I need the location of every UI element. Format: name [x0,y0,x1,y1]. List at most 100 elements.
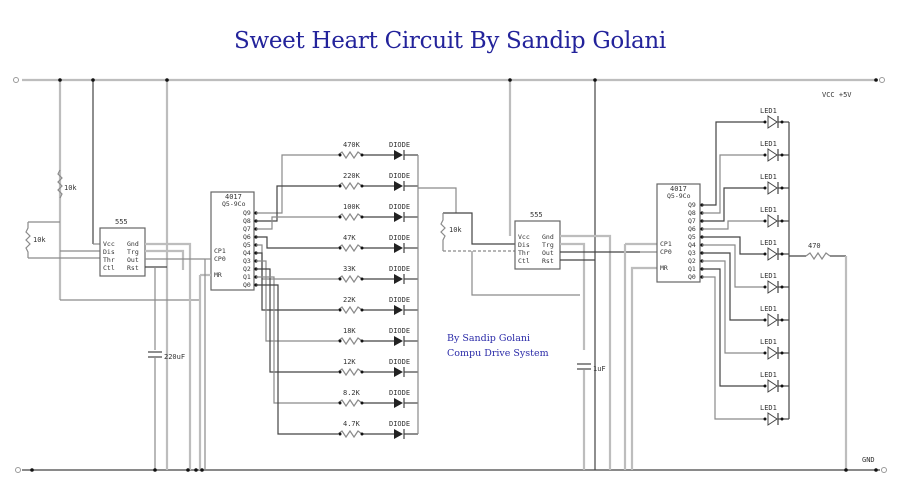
led-resistor: 470 [789,242,848,470]
svg-text:Thr: Thr [103,256,115,264]
led-icon [767,280,778,294]
svg-text:Vcc: Vcc [103,240,115,248]
led-label: LED1 [760,371,777,379]
svg-text:Ctl: Ctl [518,257,530,265]
gnd-label: GND [862,456,875,464]
svg-text:Out: Out [542,249,554,257]
diode-label: DIODE [389,358,410,366]
resistor [337,305,363,315]
resistor-label: 18K [343,327,356,335]
resistor [337,367,363,377]
svg-text:MR: MR [660,264,668,272]
counter1-pin-q3: Q3 [243,257,251,265]
counter1: 4017 Q5-9Co CP1 CP0 MR Q9Q8Q7Q6Q5Q4Q3Q2Q… [198,191,258,470]
svg-text:Q5-9Co: Q5-9Co [222,200,246,208]
resistor-label: 47K [343,234,356,242]
led-resistor-label: 470 [808,242,821,250]
diode-icon [394,181,403,191]
diode-icon [394,367,403,377]
resistor [337,181,363,191]
counter1-pin-q2: Q2 [243,265,251,273]
led-icon [767,214,778,228]
resistor-label: 33K [343,265,356,273]
counter1-pin-q4: Q4 [243,249,251,257]
svg-text:CP0: CP0 [214,255,226,263]
svg-text:Trg: Trg [127,248,139,256]
led-label: LED1 [760,206,777,214]
timer1-section: 10k 10k 555 Vcc Dis Thr Ctl Gnd Trg Out … [25,80,205,470]
led-branch: LED1 [702,276,789,426]
resistor-10k-top-label: 10k [64,184,77,192]
led-icon [767,148,778,162]
led-branch: LED1 [702,260,789,360]
diode-label: DIODE [389,141,410,149]
led-icon [767,181,778,195]
diode-label: DIODE [389,172,410,180]
diode-icon [394,305,403,315]
led-label: LED1 [760,239,777,247]
led-icon [767,412,778,426]
led-icon [767,247,778,261]
diode-label: DIODE [389,420,410,428]
ladder-branch: 47K DIODE [256,234,418,253]
led-label: LED1 [760,107,777,115]
counter1-chip [210,191,255,291]
resistor [337,336,363,346]
counter2-pin-q9: Q9 [688,201,696,209]
counter2-chip [656,183,701,283]
diode-icon [394,336,403,346]
cap-220uf-label: 220uF [164,353,185,361]
schematic-title: Sweet Heart Circuit By Sandip Golani [234,28,666,54]
svg-text:Out: Out [127,256,139,264]
svg-text:CP1: CP1 [214,247,226,255]
vcc-rail: VCC +5V [13,77,885,99]
resistor-label: 220K [343,172,361,180]
led-branch: LED1 [702,268,789,393]
resistor [337,150,363,160]
counter2-pin-q3: Q3 [688,249,696,257]
led-icon [767,313,778,327]
led-branch: LED1 [702,244,789,294]
resistor [337,398,363,408]
resistor [337,274,363,284]
counter1-pin-q9: Q9 [243,209,251,217]
resistor-label: 4.7K [343,420,361,428]
led-branch: LED1 [702,252,789,327]
resistor [337,212,363,222]
counter2-pin-q6: Q6 [688,225,696,233]
counter2-pin-q2: Q2 [688,257,696,265]
svg-text:Vcc: Vcc [518,233,530,241]
counter2-pin-q5: Q5 [688,233,696,241]
resistor [337,429,363,439]
led-label: LED1 [760,140,777,148]
led-label: LED1 [760,338,777,346]
ladder-branch: 470K DIODE [256,141,418,214]
svg-text:Thr: Thr [518,249,530,257]
vcc-label: VCC +5V [822,91,852,99]
led-icon [767,346,778,360]
counter2-pin-q7: Q7 [688,217,696,225]
gnd-terminal [15,467,21,473]
counter2-pin-q1: Q1 [688,265,696,273]
vcc-terminal [13,77,19,83]
timer2-section: 10k 555 Vcc Dis Thr Ctl Gnd Trg Out Rst … [418,80,657,470]
timer2-chip [514,220,561,270]
ladder-branch: 33K DIODE [256,244,418,284]
diode-label: DIODE [389,203,410,211]
svg-text:Dis: Dis [518,241,530,249]
led-icon [767,115,778,129]
diode-label: DIODE [389,265,410,273]
credit-author: By Sandip Golani [447,333,531,344]
resistor-10k-top [57,169,63,199]
resistor-label: 470K [343,141,361,149]
led-branch: LED1 [702,107,789,206]
counter1-pin-q8: Q8 [243,217,251,225]
timer2-name: 555 [530,211,543,219]
diode-label: DIODE [389,389,410,397]
diode-label: DIODE [389,234,410,242]
